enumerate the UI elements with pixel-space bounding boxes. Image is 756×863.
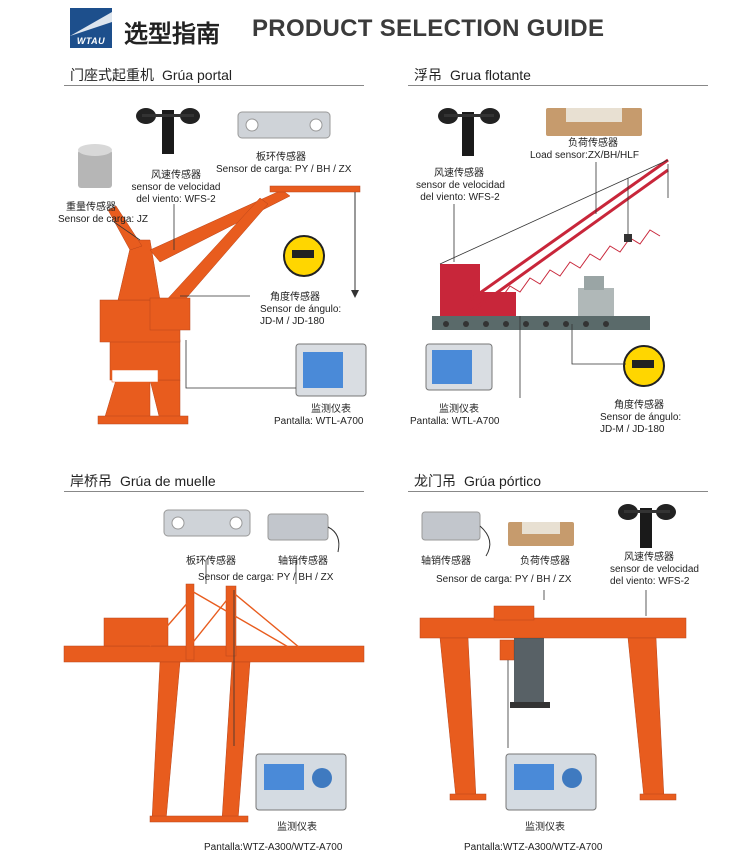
page-title-en: PRODUCT SELECTION GUIDE: [252, 15, 605, 42]
floating-load-label-cn: 负荷传感器: [568, 138, 618, 149]
panel-title-cn: 门座式起重机: [70, 67, 154, 83]
panel-quay: 岸桥吊 Grúa de muelle: [64, 470, 374, 850]
floating-load-label-es: Load sensor:ZX/BH/HLF: [530, 150, 639, 161]
pin-sensor-icon: [267, 513, 340, 553]
floating-display-label-cn: 监测仪表: [439, 404, 479, 415]
gantry-display-label-es: Pantalla:WTZ-A300/WTZ-A700: [464, 842, 603, 853]
plate-ring-sensor-icon: [237, 111, 331, 139]
panel-portal-title: 门座式起重机 Grúa portal: [64, 64, 232, 86]
gantry-pin-label-cn: 轴销传感器: [421, 556, 471, 567]
panel-title-cn: 浮吊: [414, 67, 442, 83]
floating-anemometer-label-es: sensor de velocidad: [416, 180, 505, 191]
panel-quay-title: 岸桥吊 Grúa de muelle: [64, 470, 216, 492]
panel-divider: [64, 491, 364, 492]
monitor-display-icon: [255, 753, 347, 811]
quay-display-label-cn: 监测仪表: [277, 822, 317, 833]
logo-text: WTAU: [76, 36, 106, 46]
portal-plate-label-cn: 板环传感器: [256, 152, 306, 163]
load-sensor-icon: [546, 108, 642, 136]
portal-anemometer-model: del viento: WFS-2: [136, 194, 216, 205]
anemometer-icon: [618, 504, 676, 548]
panel-title-en: Grúa de muelle: [120, 473, 216, 489]
floating-anemometer-label-cn: 风速传感器: [434, 168, 484, 179]
portal-angle-model: JD-M / JD-180: [260, 316, 325, 327]
panel-divider: [408, 491, 708, 492]
portal-display-label-es: Pantalla: WTL-A700: [274, 416, 364, 427]
gantry-display-label-cn: 监测仪表: [525, 822, 565, 833]
plate-ring-sensor-icon: [163, 509, 251, 537]
panel-title-en: Grúa portal: [162, 67, 233, 83]
weight-sensor-icon: [78, 144, 112, 188]
portal-weight-label-cn: 重量传感器: [66, 202, 116, 213]
monitor-display-icon: [505, 753, 597, 811]
portal-plate-label-es: Sensor de carga: PY / BH / ZX: [216, 164, 352, 175]
panel-gantry-title: 龙门吊 Grúa pórtico: [408, 470, 541, 492]
angle-sensor-icon: [283, 235, 325, 277]
floating-angle-model: JD-M / JD-180: [600, 424, 665, 435]
panel-floating: 浮吊 Grua flotante: [408, 64, 718, 444]
pin-sensor-icon: [421, 511, 491, 557]
panel-divider: [408, 85, 708, 86]
load-sensor-icon: [508, 522, 574, 546]
floating-angle-label-es: Sensor de ángulo:: [600, 412, 682, 423]
portal-angle-label-es: Sensor de ángulo:: [260, 304, 342, 315]
panel-gantry: 龙门吊 Grúa pórtico: [408, 470, 718, 850]
panel-title-cn: 龙门吊: [414, 473, 456, 489]
gantry-anemometer-label-cn: 风速传感器: [624, 552, 674, 563]
portal-anemometer-label-cn: 风速传感器: [151, 170, 201, 181]
panel-title-cn: 岸桥吊: [70, 473, 112, 489]
panel-title-en: Grúa pórtico: [464, 473, 542, 489]
anemometer-icon: [438, 108, 500, 156]
logo-mark-icon: [70, 12, 112, 36]
monitor-display-icon: [425, 343, 493, 391]
gantry-anemometer-label-es: sensor de velocidad: [610, 564, 699, 575]
floating-angle-label-cn: 角度传感器: [614, 400, 664, 411]
floating-anemometer-model: del viento: WFS-2: [420, 192, 500, 203]
floating-display-label-es: Pantalla: WTL-A700: [410, 416, 500, 427]
page-title-cn: 选型指南: [124, 20, 220, 48]
panel-portal: 门座式起重机 Grúa portal: [64, 64, 374, 444]
portal-anemometer-label-es: sensor de velocidad: [131, 182, 221, 193]
gantry-anemometer-model: del viento: WFS-2: [610, 576, 690, 587]
gantry-load-label-cn: 负荷传感器: [520, 556, 570, 567]
quay-display-label-es: Pantalla:WTZ-A300/WTZ-A700: [204, 842, 343, 853]
quay-load-label-es: Sensor de carga: PY / BH / ZX: [198, 572, 334, 583]
anemometer-icon: [136, 108, 200, 154]
quay-pin-label-cn: 轴销传感器: [278, 556, 328, 567]
portal-weight-label-es: Sensor de carga: JZ: [58, 214, 149, 225]
gantry-load-label-es: Sensor de carga: PY / BH / ZX: [436, 574, 572, 585]
brand-logo: WTAU: [70, 8, 112, 48]
panel-floating-title: 浮吊 Grua flotante: [408, 64, 531, 86]
portal-angle-label-cn: 角度传感器: [270, 292, 320, 303]
angle-sensor-icon: [623, 345, 665, 387]
portal-display-label-cn: 监测仪表: [311, 404, 351, 415]
quay-plate-label-cn: 板环传感器: [186, 556, 236, 567]
monitor-display-icon: [295, 343, 367, 397]
panel-title-en: Grua flotante: [450, 67, 531, 83]
panel-divider: [64, 85, 364, 86]
